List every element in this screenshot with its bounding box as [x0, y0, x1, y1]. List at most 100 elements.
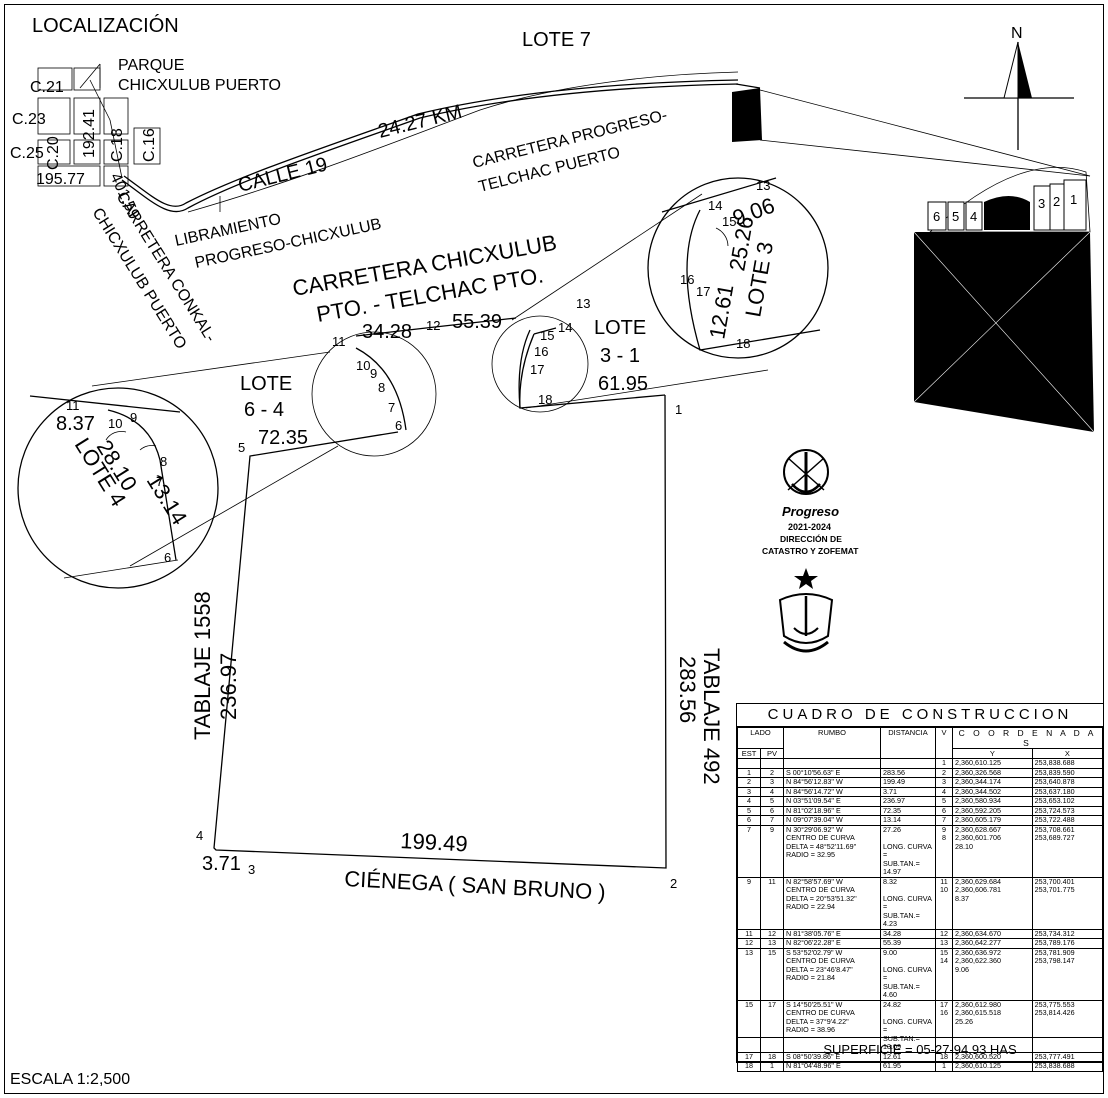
cell-est: 7	[737, 824, 761, 878]
lote3-vertex-14: 14	[708, 198, 722, 213]
parque-label-2: CHICXULUB PUERTO	[118, 77, 281, 94]
cell-est: 6	[737, 815, 761, 826]
cell-pv: 9	[760, 824, 784, 878]
cell-y: 2,360,580.934	[952, 796, 1033, 807]
lote64-3: 72.35	[258, 427, 308, 449]
cell-x: 253,708.661 253,689.727	[1031, 824, 1104, 878]
cell-x: 253,838.688	[1031, 1061, 1104, 1072]
cell-x: 253,653.102	[1031, 796, 1104, 807]
lote31-1: LOTE	[594, 317, 646, 339]
cell-pv: 17	[760, 999, 784, 1053]
lot-1: 1	[1070, 192, 1077, 207]
cell-rumbo: S 14°50'25.51" W CENTRO DE CURVA DELTA =…	[783, 999, 881, 1053]
vertex-2: 2	[670, 876, 677, 891]
logo-dept-2: CATASTRO Y ZOFEMAT	[762, 546, 859, 556]
north-arrow: N	[964, 25, 1074, 150]
scale-label: ESCALA 1:2,500	[10, 1071, 130, 1088]
cell-rumbo: N 82°06'22.28" E	[783, 938, 881, 949]
cell-v: 13	[935, 938, 953, 949]
cell-v: 9 8	[935, 824, 953, 878]
cell-dist: 9.00 LONG. CURVA = SUB.TAN.= 4.60	[880, 947, 936, 1001]
construction-table-title: CUADRO DE CONSTRUCCION	[737, 704, 1103, 727]
cell-pv: 15	[760, 947, 784, 1001]
col-lado: LADO	[737, 727, 784, 749]
cell-pv: 3	[760, 777, 784, 788]
detail-circle-lote4-small	[311, 331, 437, 457]
cell-est	[737, 758, 761, 769]
cell-dist: 61.95	[880, 1061, 936, 1072]
zoom-line-c	[511, 193, 703, 321]
cell-est: 15	[737, 999, 761, 1053]
detail-circle-lote3-small	[491, 315, 589, 413]
cell-y: 2,360,605.179	[952, 815, 1033, 826]
detail-lote4	[17, 387, 219, 589]
street-c16: C.16	[141, 128, 158, 162]
cell-x: 253,722.488	[1031, 815, 1104, 826]
cell-y: 2,360,628.667 2,360,601.706 28.10	[952, 824, 1033, 878]
lote4-val-1314: 13.14	[142, 469, 192, 529]
west-label: TABLAJE 1558	[190, 591, 215, 740]
cell-v: 1	[935, 1061, 953, 1072]
construction-table: CUADRO DE CONSTRUCCION LADO RUMBO DISTAN…	[736, 703, 1104, 1072]
lote4-vertex-8: 8	[160, 454, 167, 469]
col-distancia: DISTANCIA	[880, 727, 936, 759]
lote3-vertex-15: 15	[722, 214, 736, 229]
street-c23: C.23	[12, 111, 46, 128]
vertex-18: 18	[538, 392, 552, 407]
vertex-10: 10	[356, 358, 370, 373]
cell-rumbo: N 30°29'06.92" W CENTRO DE CURVA DELTA =…	[783, 824, 881, 878]
vertex-14: 14	[558, 320, 572, 335]
vertex-7: 7	[388, 400, 395, 415]
lot-5: 5	[952, 209, 959, 224]
cell-rumbo: N 03°51'09.54" E	[783, 796, 881, 807]
lote3-vertex-17: 17	[696, 284, 710, 299]
cell-dist	[880, 758, 936, 769]
lote3-vertex-13: 13	[756, 178, 770, 193]
vertex-1: 1	[675, 402, 682, 417]
lote4-vertex-9: 9	[130, 410, 137, 425]
cell-v: 1	[935, 758, 953, 769]
road-lines	[89, 71, 761, 213]
lote4-vertex-7: 7	[156, 474, 163, 489]
lote7-label: LOTE 7	[522, 29, 591, 51]
superficie-total: SUPERFICIE = 05-27-94.93 HAS	[737, 1037, 1103, 1062]
lote3-vertex-18: 18	[736, 336, 750, 351]
cell-v: 15 14	[935, 947, 953, 1001]
east-value: 283.56	[675, 656, 700, 723]
anchor-emblem-icon	[783, 449, 829, 495]
west-value: 236.97	[216, 653, 241, 720]
col-x: X	[1031, 748, 1104, 759]
south-value: 199.49	[400, 828, 469, 856]
east-label: TABLAJE 492	[699, 648, 724, 785]
vertex-17: 17	[530, 362, 544, 377]
south-label: CIÉNEGA ( SAN BRUNO )	[344, 866, 607, 905]
cell-y: 2,360,612.980 2,360,615.518 25.26	[952, 999, 1033, 1053]
vertex-16: 16	[534, 344, 548, 359]
lote4-val-837: 8.37	[56, 413, 95, 435]
town-blocks	[37, 63, 161, 187]
cell-dist: 27.26 LONG. CURVA = SUB.TAN.= 14.97	[880, 824, 936, 878]
lote3-vertex-16: 16	[680, 272, 694, 287]
location-title: LOCALIZACIÓN	[32, 14, 179, 37]
vertex-3: 3	[248, 862, 255, 877]
block-value-195: 195.77	[36, 171, 85, 188]
lot-6: 6	[933, 209, 940, 224]
cell-dist: 13.14	[880, 815, 936, 826]
north-label: N	[1011, 25, 1023, 42]
col-rumbo: RUMBO	[783, 727, 881, 759]
cell-est: 12	[737, 938, 761, 949]
col-y: Y	[952, 748, 1033, 759]
progreso-logo: Progreso 2021-2024 DIRECCIÓN DE CATASTRO…	[762, 449, 859, 653]
zoom-line-b	[129, 445, 339, 567]
cell-y: 2,360,610.125	[952, 1061, 1033, 1072]
cell-v: 11 10	[935, 876, 953, 930]
col-v: V	[935, 727, 953, 759]
